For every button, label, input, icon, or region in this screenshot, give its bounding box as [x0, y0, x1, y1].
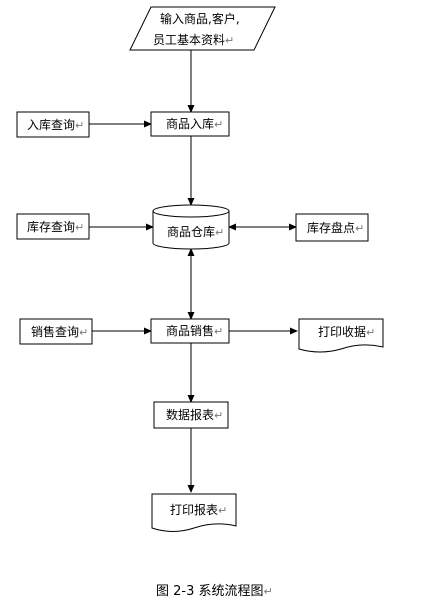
node-print-report: 打印报表↵ [151, 493, 237, 532]
inventory-query-label: 库存查询 [27, 219, 75, 234]
paragraph-mark: ↵ [366, 326, 375, 339]
svg-text:库存查询↵: 库存查询↵ [27, 219, 84, 234]
paragraph-mark: ↵ [214, 118, 223, 131]
paragraph-mark: ↵ [214, 325, 223, 338]
node-sales: 商品销售↵ [150, 318, 230, 344]
sales-query-label: 销售查询 [31, 324, 79, 339]
svg-text:数据报表↵: 数据报表↵ [166, 407, 223, 422]
svg-text:商品销售↵: 商品销售↵ [166, 323, 223, 338]
paragraph-mark: ↵ [225, 34, 234, 47]
input-data-line2: 员工基本资料 [153, 33, 225, 47]
svg-text:输入商品,客户,: 输入商品,客户, [160, 11, 240, 26]
node-input-data: 输入商品,客户, 员工基本资料↵ [129, 6, 276, 51]
figure-caption: 图 2-3 系统流程图 [156, 584, 264, 599]
paragraph-mark: ↵ [355, 222, 364, 235]
paragraph-mark: ↵ [75, 119, 84, 132]
edges [89, 50, 298, 493]
paragraph-mark: ↵ [218, 504, 227, 517]
node-data-report: 数据报表↵ [153, 401, 229, 429]
node-inventory-query: 库存查询↵ [16, 213, 90, 240]
svg-text:图 2-3 系统流程图↵: 图 2-3 系统流程图↵ [156, 584, 273, 599]
svg-text:库存盘点↵: 库存盘点↵ [307, 220, 364, 235]
stock-in-query-label: 入库查询 [27, 117, 75, 132]
paragraph-mark: ↵ [214, 409, 223, 422]
warehouse-label: 商品仓库 [167, 224, 215, 239]
node-sales-query: 销售查询↵ [19, 318, 93, 345]
print-report-label: 打印报表 [170, 502, 218, 517]
svg-text:商品仓库↵: 商品仓库↵ [167, 224, 224, 239]
stock-in-label: 商品入库 [166, 116, 214, 131]
svg-text:商品入库↵: 商品入库↵ [166, 116, 223, 131]
print-receipt-label: 打印收据 [318, 325, 366, 339]
svg-text:销售查询↵: 销售查询↵ [31, 324, 88, 339]
paragraph-mark: ↵ [79, 326, 88, 339]
paragraph-mark: ↵ [215, 226, 224, 239]
svg-text:打印收据↵: 打印收据↵ [318, 325, 375, 339]
node-stock-in-query: 入库查询↵ [16, 111, 90, 138]
svg-text:员工基本资料↵: 员工基本资料↵ [153, 33, 234, 47]
svg-text:打印报表↵: 打印报表↵ [170, 502, 227, 517]
node-stock-in: 商品入库↵ [150, 111, 230, 137]
paragraph-mark: ↵ [75, 221, 84, 234]
input-data-line1: 输入商品,客户, [160, 11, 240, 26]
node-warehouse: 商品仓库↵ [152, 204, 230, 250]
svg-text:入库查询↵: 入库查询↵ [27, 117, 84, 132]
data-report-label: 数据报表 [166, 407, 214, 422]
node-stock-take: 库存盘点↵ [295, 213, 369, 242]
sales-label: 商品销售 [166, 323, 214, 338]
stock-take-label: 库存盘点 [307, 220, 355, 235]
node-print-receipt: 打印收据↵ [298, 318, 384, 353]
paragraph-mark: ↵ [264, 585, 273, 598]
